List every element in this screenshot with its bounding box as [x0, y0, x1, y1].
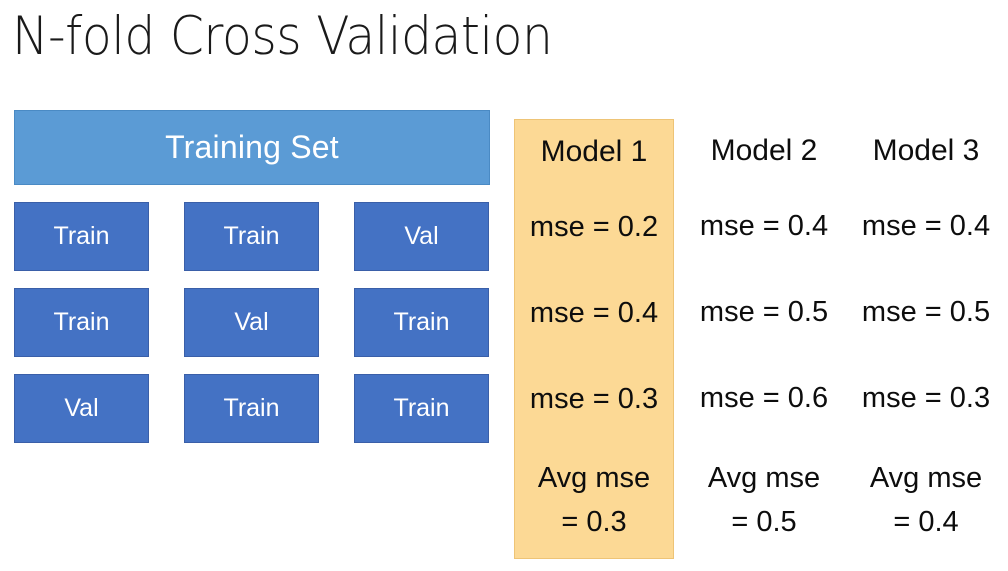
mse-value: mse = 0.3 — [861, 381, 991, 414]
cross-validation-diagram: Training Set Train Train Val Train Val T… — [0, 0, 500, 571]
model-column-header: Model 1 — [540, 135, 648, 168]
fold-cell: Val — [14, 374, 149, 443]
avg-mse-cell: Avg mse = 0.5 — [684, 441, 844, 559]
training-set-label: Training Set — [165, 129, 339, 165]
mse-value: mse = 0.2 — [529, 210, 659, 243]
fold-grid: Train Train Val Train Val Train Val — [14, 202, 490, 460]
mse-value: mse = 0.5 — [861, 295, 991, 328]
avg-mse-value: = 0.3 — [561, 506, 627, 538]
fold-cell: Train — [184, 374, 319, 443]
fold-row: Train Train Val — [14, 202, 490, 271]
avg-mse-label: Avg mse — [707, 462, 821, 494]
page-title: N-fold Cross Validation — [12, 6, 553, 67]
avg-mse-label: Avg mse — [869, 462, 983, 494]
fold-cell-label: Train — [53, 308, 110, 336]
avg-mse-label: Avg mse — [537, 462, 651, 494]
fold-cell-label: Train — [393, 308, 450, 336]
mse-value: mse = 0.3 — [529, 382, 659, 415]
model-column-1: Model 1 mse = 0.2 mse = 0.4 mse = 0.3 Av… — [514, 119, 674, 559]
model-column-header: Model 3 — [872, 134, 980, 167]
avg-mse-cell: Avg mse = 0.4 — [846, 441, 1006, 559]
fold-cell-label: Val — [234, 308, 269, 336]
fold-cell: Train — [354, 374, 489, 443]
fold-cell: Train — [184, 202, 319, 271]
model-column-header: Model 2 — [710, 134, 818, 167]
model-comparison-table: Model 1 mse = 0.2 mse = 0.4 mse = 0.3 Av… — [505, 0, 1008, 571]
mse-value: mse = 0.4 — [529, 296, 659, 329]
fold-cell: Val — [354, 202, 489, 271]
mse-value: mse = 0.5 — [699, 295, 829, 328]
fold-cell-label: Train — [393, 394, 450, 422]
fold-row: Train Val Train — [14, 288, 490, 357]
fold-row: Val Train Train — [14, 374, 490, 443]
fold-cell: Train — [14, 202, 149, 271]
training-set-bar: Training Set — [14, 110, 490, 185]
fold-cell: Train — [354, 288, 489, 357]
model-column-3: Model 3 mse = 0.4 mse = 0.5 mse = 0.3 Av… — [846, 119, 1006, 559]
fold-cell: Train — [14, 288, 149, 357]
fold-cell-label: Val — [64, 394, 99, 422]
model-column-2: Model 2 mse = 0.4 mse = 0.5 mse = 0.6 Av… — [684, 119, 844, 559]
mse-value: mse = 0.4 — [861, 209, 991, 242]
mse-value: mse = 0.4 — [699, 209, 829, 242]
avg-mse-value: = 0.5 — [731, 506, 797, 538]
avg-mse-cell: Avg mse = 0.3 — [515, 442, 673, 558]
mse-value: mse = 0.6 — [699, 381, 829, 414]
fold-cell-label: Val — [404, 222, 439, 250]
avg-mse-value: = 0.4 — [893, 506, 959, 538]
fold-cell-label: Train — [223, 394, 280, 422]
fold-cell-label: Train — [223, 222, 280, 250]
fold-cell: Val — [184, 288, 319, 357]
fold-cell-label: Train — [53, 222, 110, 250]
